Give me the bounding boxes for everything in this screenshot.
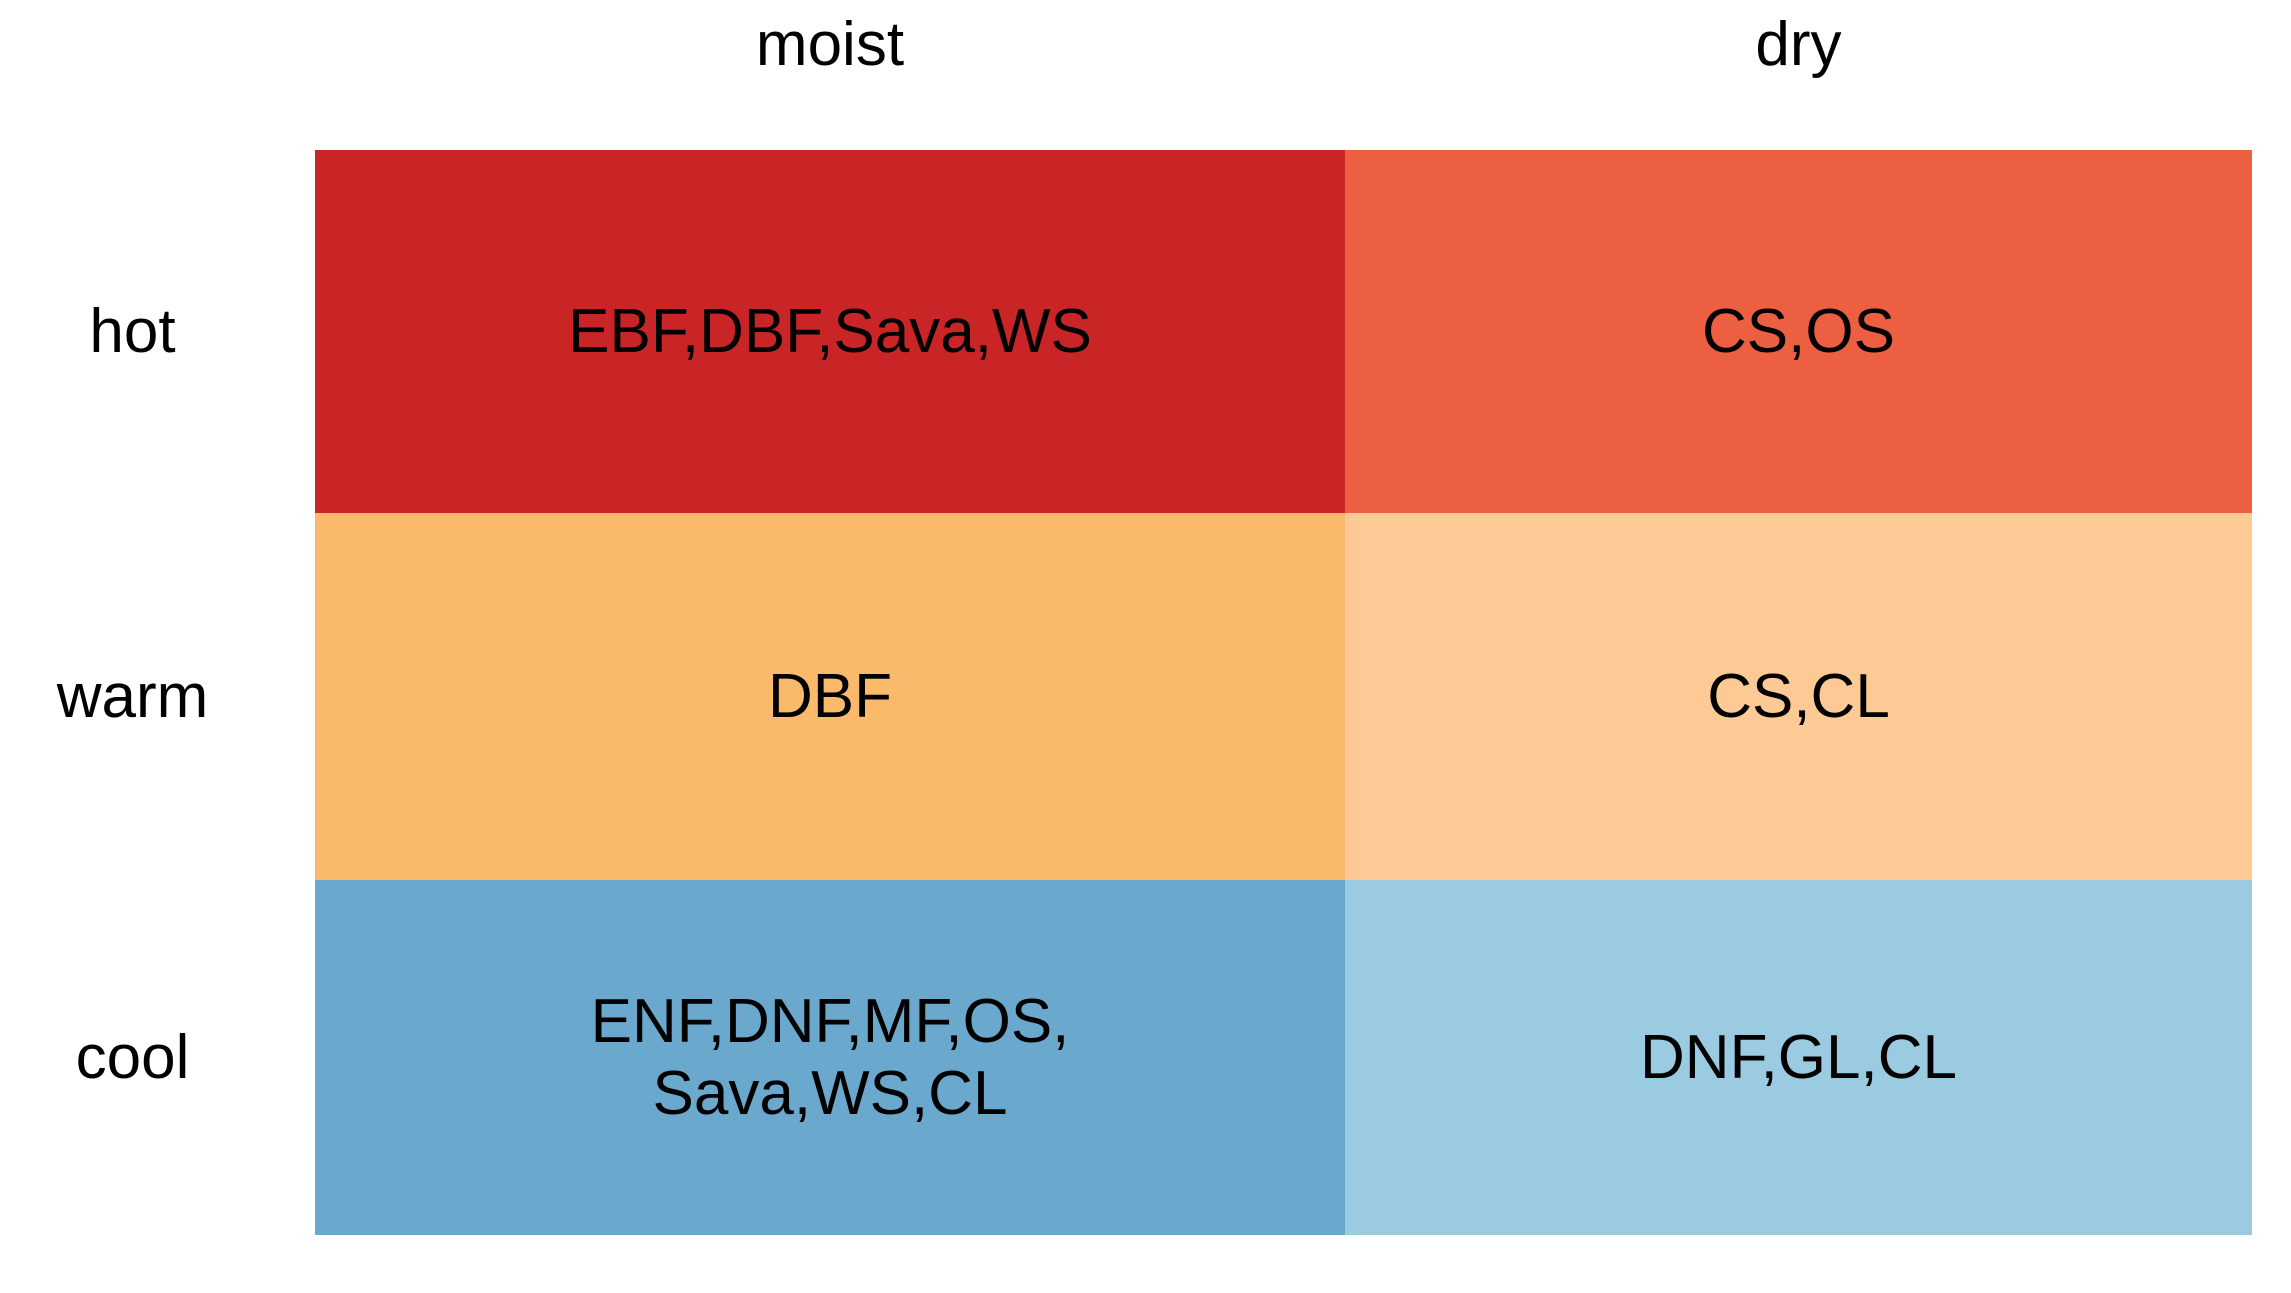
cell-cool-moist: ENF,DNF,MF,OS, Sava,WS,CL [315, 880, 1345, 1235]
row-label-hot: hot [89, 296, 176, 366]
row-label-column: hot warm cool [0, 150, 315, 1235]
column-header-dry: dry [1755, 10, 1842, 79]
cell-hot-dry: CS,OS [1345, 150, 2252, 513]
mosaic-row-warm: DBF CS,CL [315, 513, 2252, 880]
cell-warm-dry: CS,CL [1345, 513, 2252, 880]
cell-hot-moist: EBF,DBF,Sava,WS [315, 150, 1345, 513]
mosaic-grid: EBF,DBF,Sava,WS CS,OS DBF CS,CL ENF,DNF,… [315, 150, 2252, 1235]
column-header-row: moist dry [315, 0, 2252, 150]
mosaic-row-cool: ENF,DNF,MF,OS, Sava,WS,CL DNF,GL,CL [315, 880, 2252, 1235]
cell-warm-moist: DBF [315, 513, 1345, 880]
column-header-moist: moist [755, 10, 905, 79]
row-label-cool: cool [75, 1022, 190, 1092]
mosaic-row-hot: EBF,DBF,Sava,WS CS,OS [315, 150, 2252, 513]
row-label-warm: warm [56, 661, 209, 731]
cell-cool-dry: DNF,GL,CL [1345, 880, 2252, 1235]
